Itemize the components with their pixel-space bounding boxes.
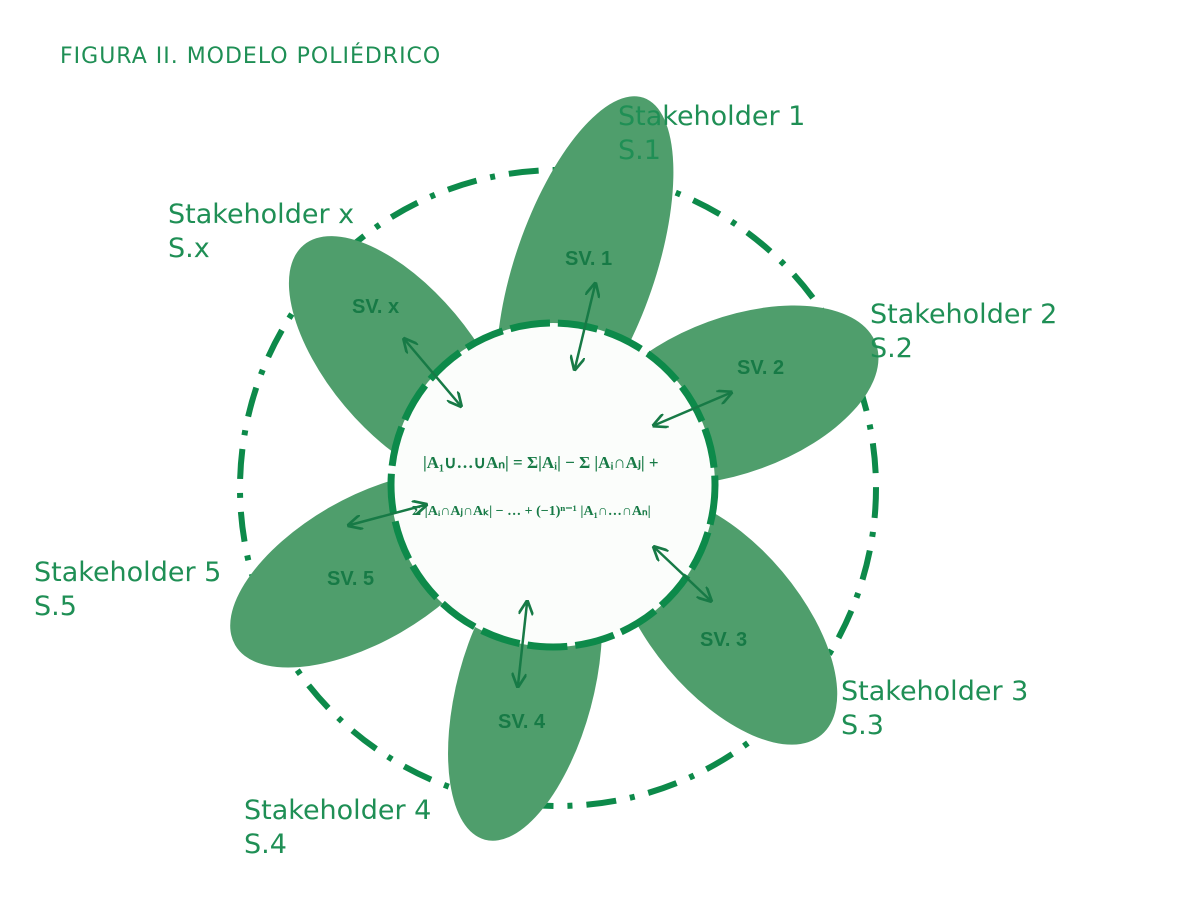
stakeholder-label-5: Stakeholder 5 S.5 [34, 556, 221, 624]
arrow-sv1 [575, 285, 595, 368]
sv-label-5: SV. 5 [327, 568, 374, 590]
stakeholder-name: Stakeholder 1 [618, 101, 806, 132]
stakeholder-code: S.x [168, 233, 210, 264]
stakeholder-code: S.3 [841, 710, 884, 741]
stakeholder-name: Stakeholder x [168, 199, 355, 230]
arrow-sv3 [655, 548, 710, 600]
stakeholder-code: S.2 [870, 333, 913, 364]
stakeholder-name: Stakeholder 3 [841, 676, 1029, 707]
stakeholder-name: Stakeholder 5 [34, 557, 222, 588]
stakeholder-code: S.5 [34, 591, 77, 622]
stakeholder-label-1: Stakeholder 1 S.1 [618, 100, 805, 168]
stakeholder-name: Stakeholder 2 [870, 299, 1058, 330]
connector-arrows [350, 285, 730, 685]
stakeholder-code: S.1 [618, 135, 661, 166]
formula-line-1: |A₁∪…∪Aₙ| = Σ|Aᵢ| − Σ |Aᵢ∩Aⱼ| + [423, 453, 659, 472]
sv-label-x: SV. x [352, 296, 399, 318]
arrow-sv2 [655, 393, 730, 425]
stakeholder-label-x: Stakeholder x S.x [168, 198, 354, 266]
arrow-sv5 [350, 505, 425, 525]
sv-label-2: SV. 2 [737, 357, 784, 379]
stakeholder-label-4: Stakeholder 4 S.4 [244, 794, 431, 862]
stakeholder-code: S.4 [244, 829, 287, 860]
sv-label-4: SV. 4 [498, 711, 546, 733]
center-circle [387, 319, 719, 651]
figure-title: FIGURA II. MODELO POLIÉDRICO [60, 44, 442, 69]
stakeholder-name: Stakeholder 4 [244, 795, 432, 826]
stakeholder-label-2: Stakeholder 2 S.2 [870, 298, 1057, 366]
sv-label-3: SV. 3 [700, 629, 747, 651]
stakeholder-label-3: Stakeholder 3 S.3 [841, 675, 1028, 743]
arrow-svx [405, 340, 460, 405]
arrow-sv4 [518, 603, 527, 685]
sv-label-1: SV. 1 [565, 248, 612, 270]
formula-line-2: Σ |Aᵢ∩Aⱼ∩Aₖ| − … + (−1)ⁿ⁻¹ |A₁∩…∩Aₙ| [412, 504, 651, 519]
